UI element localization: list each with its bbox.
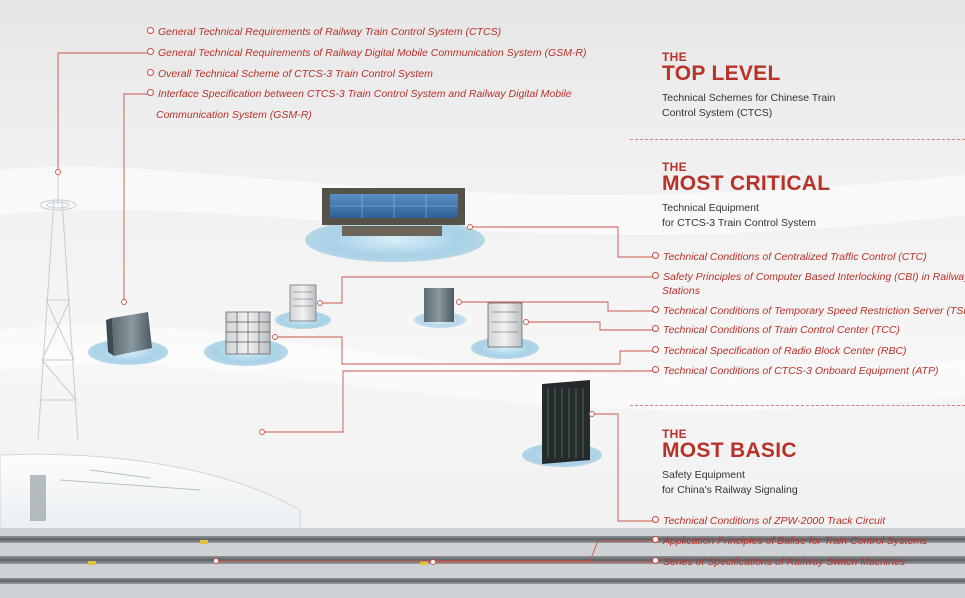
link-cbi[interactable]: Safety Principles of Computer Based Inte… — [652, 271, 965, 284]
link-tcc[interactable]: Technical Conditions of Train Control Ce… — [652, 324, 900, 337]
section-critical-the: THE — [662, 160, 687, 174]
subtitle-line: Control System (CTCS) — [662, 107, 773, 119]
section-top-title: TOP LEVEL — [662, 62, 781, 85]
high-speed-train — [0, 453, 301, 531]
link-label: Safety Principles of Computer Based Inte… — [663, 271, 965, 283]
cbi-racks — [204, 311, 288, 366]
bullet-icon — [147, 27, 154, 34]
section-top-the: THE — [662, 50, 687, 64]
link-label: Overall Technical Scheme of CTCS-3 Train… — [158, 68, 433, 80]
link-cbi-cont[interactable]: Stations — [662, 285, 700, 298]
link-switch-machines[interactable]: Series of Specifications of Railway Swit… — [652, 556, 905, 569]
link-rbc[interactable]: Technical Specification of Radio Block C… — [652, 345, 907, 358]
bullet-icon — [652, 557, 659, 564]
tsrs-cabinet — [275, 284, 331, 329]
link-label: Technical Specification of Radio Block C… — [663, 345, 907, 357]
section-top-subtitle: Technical Schemes for Chinese Train Cont… — [662, 91, 835, 121]
link-zpw2000[interactable]: Technical Conditions of ZPW-2000 Track C… — [652, 515, 885, 528]
section-basic-subtitle: Safety Equipment for China's Railway Sig… — [662, 468, 798, 498]
link-label: Stations — [662, 285, 700, 297]
subtitle-line: for China's Railway Signaling — [662, 484, 798, 496]
bullet-icon — [652, 306, 659, 313]
link-gsmr-requirements[interactable]: General Technical Requirements of Railwa… — [147, 47, 587, 60]
section-basic-title: MOST BASIC — [662, 439, 797, 462]
link-ctcs3-scheme[interactable]: Overall Technical Scheme of CTCS-3 Train… — [147, 68, 433, 81]
background-swoosh — [0, 166, 965, 235]
link-label: General Technical Requirements of Railwa… — [158, 26, 502, 38]
link-label: Application Principles of Balise for Tra… — [663, 535, 928, 547]
subtitle-line: Technical Schemes for Chinese Train — [662, 92, 836, 104]
control-center-ctc — [305, 188, 485, 262]
link-label: General Technical Requirements of Railwa… — [158, 47, 587, 59]
link-atp[interactable]: Technical Conditions of CTCS-3 Onboard E… — [652, 365, 938, 378]
bullet-icon — [652, 252, 659, 259]
zpw2000-rack — [522, 380, 602, 467]
link-label: Communication System (GSM-R) — [156, 109, 312, 121]
bullet-icon — [147, 48, 154, 55]
link-label: Series of Specifications of Railway Swit… — [663, 556, 906, 568]
bullet-icon — [652, 325, 659, 332]
link-tsrs[interactable]: Technical Conditions of Temporary Speed … — [652, 305, 965, 318]
section-critical-subtitle: Technical Equipment for CTCS-3 Train Con… — [662, 201, 816, 231]
section-separator — [630, 405, 965, 406]
gsmr-tower — [37, 170, 79, 441]
link-label: Technical Conditions of CTCS-3 Onboard E… — [663, 365, 939, 377]
bullet-icon — [652, 516, 659, 523]
railway-tracks — [0, 528, 965, 598]
link-label: Technical Conditions of Centralized Traf… — [663, 251, 927, 263]
subtitle-line: for CTCS-3 Train Control System — [662, 217, 817, 229]
bullet-icon — [147, 69, 154, 76]
bullet-icon — [652, 366, 659, 373]
bullet-icon — [147, 89, 154, 96]
link-interface-spec-cont[interactable]: Communication System (GSM-R) — [156, 109, 312, 122]
link-interface-spec[interactable]: Interface Specification between CTCS-3 T… — [147, 88, 572, 101]
link-label: Technical Conditions of ZPW-2000 Track C… — [663, 515, 886, 527]
link-label: Technical Conditions of Train Control Ce… — [663, 324, 900, 336]
section-basic-the: THE — [662, 427, 687, 441]
rbc-cabinet — [88, 312, 168, 365]
section-critical-title: MOST CRITICAL — [662, 172, 831, 195]
bullet-icon — [652, 346, 659, 353]
subtitle-line: Safety Equipment — [662, 469, 745, 481]
link-ctcs-requirements[interactable]: General Technical Requirements of Railwa… — [147, 26, 501, 39]
section-separator — [630, 139, 965, 140]
connector-lines — [57, 52, 655, 563]
bullet-icon — [652, 536, 659, 543]
link-ctc[interactable]: Technical Conditions of Centralized Traf… — [652, 251, 927, 264]
connector-end-dots — [55, 169, 595, 565]
link-label: Technical Conditions of Temporary Speed … — [663, 305, 965, 317]
link-balise[interactable]: Application Principles of Balise for Tra… — [652, 535, 927, 548]
link-label: Interface Specification between CTCS-3 T… — [158, 88, 572, 100]
subtitle-line: Technical Equipment — [662, 202, 759, 214]
bullet-icon — [652, 272, 659, 279]
tcc-cabinets — [414, 288, 539, 359]
